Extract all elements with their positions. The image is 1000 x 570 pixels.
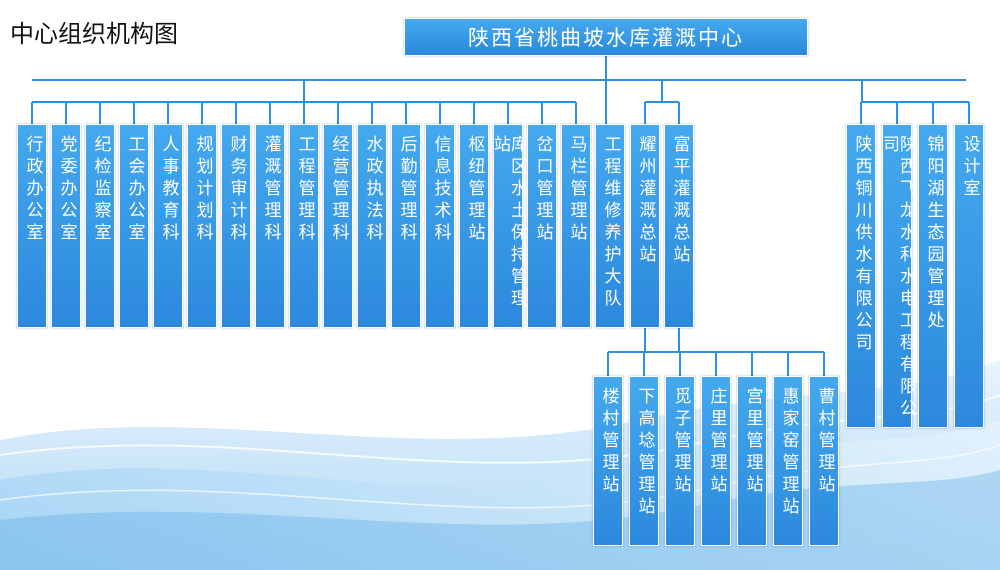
affiliate-node-label: 设计室: [959, 135, 980, 201]
affiliate-node-label: 陕西飞龙水利水电工程有限公司: [879, 135, 916, 421]
department-node-label: 水政执法科: [362, 135, 383, 245]
department-node: 人事教育科: [153, 124, 183, 328]
department-node: 后勤管理科: [391, 124, 421, 328]
department-node: 工程维修养护大队: [595, 124, 625, 328]
sub-station-node: 曹村管理站: [809, 376, 839, 546]
irrigation-station-node: 富平灌溉总站: [664, 124, 694, 328]
affiliate-node-label: 锦阳湖生态园管理处: [923, 135, 944, 333]
department-node-label: 工程管理科: [294, 135, 315, 245]
department-node-label: 工程维修养护大队: [600, 135, 621, 311]
affiliate-node: 陕西飞龙水利水电工程有限公司: [879, 124, 916, 428]
sub-station-node-label: 庄里管理站: [706, 387, 727, 497]
department-node-label: 规划计划科: [192, 135, 213, 245]
department-node: 党委办公室: [51, 124, 81, 328]
department-node-label: 纪检监察室: [90, 135, 111, 245]
department-node-label: 党委办公室: [56, 135, 77, 245]
department-node: 库区水土保持管理站: [490, 124, 527, 328]
department-node: 行政办公室: [17, 124, 47, 328]
department-node-label: 行政办公室: [22, 135, 43, 245]
irrigation-station-node: 耀州灌溉总站: [630, 124, 660, 328]
sub-station-node: 觅子管理站: [665, 376, 695, 546]
sub-station-node-label: 楼村管理站: [598, 387, 619, 497]
irrigation-station-node-label: 耀州灌溉总站: [635, 135, 656, 267]
sub-station-node: 庄里管理站: [701, 376, 731, 546]
department-node: 水政执法科: [357, 124, 387, 328]
department-node: 工会办公室: [119, 124, 149, 328]
sub-station-node: 惠家窑管理站: [773, 376, 803, 546]
affiliate-node: 陕西铜川供水有限公司: [846, 124, 876, 428]
irrigation-station-node-label: 富平灌溉总站: [669, 135, 690, 267]
affiliate-node-label: 陕西铜川供水有限公司: [851, 135, 872, 355]
page-title: 中心组织机构图: [10, 20, 178, 48]
root-node: 陕西省桃曲坡水库灌溉中心: [404, 18, 808, 56]
department-node-label: 信息技术科: [430, 135, 451, 245]
department-node: 财务审计科: [221, 124, 251, 328]
department-node: 马栏管理站: [561, 124, 591, 328]
department-node-label: 后勤管理科: [396, 135, 417, 245]
department-node-label: 枢纽管理站: [464, 135, 485, 245]
department-node-label: 人事教育科: [158, 135, 179, 245]
department-node: 规划计划科: [187, 124, 217, 328]
sub-station-node: 下高埝管理站: [629, 376, 659, 546]
department-node: 工程管理科: [289, 124, 319, 328]
department-node-label: 岔口管理站: [532, 135, 553, 245]
sub-station-node: 宫里管理站: [737, 376, 767, 546]
department-node-label: 马栏管理站: [566, 135, 587, 245]
department-node-label: 工会办公室: [124, 135, 145, 245]
sub-station-node-label: 下高埝管理站: [634, 387, 655, 519]
department-node: 灌溉管理科: [255, 124, 285, 328]
department-node: 岔口管理站: [527, 124, 557, 328]
department-node-label: 经营管理科: [328, 135, 349, 245]
affiliate-node: 设计室: [954, 124, 984, 428]
department-node: 枢纽管理站: [459, 124, 489, 328]
department-node: 经营管理科: [323, 124, 353, 328]
root-label: 陕西省桃曲坡水库灌溉中心: [468, 26, 744, 50]
sub-station-node-label: 惠家窑管理站: [778, 387, 799, 519]
sub-station-node-label: 曹村管理站: [814, 387, 835, 497]
sub-station-node: 楼村管理站: [593, 376, 623, 546]
department-node: 纪检监察室: [85, 124, 115, 328]
department-node-label: 灌溉管理科: [260, 135, 281, 245]
department-node-label: 财务审计科: [226, 135, 247, 245]
department-node-label: 库区水土保持管理站: [490, 135, 527, 311]
sub-station-node-label: 觅子管理站: [670, 387, 691, 497]
department-node: 信息技术科: [425, 124, 455, 328]
affiliate-node: 锦阳湖生态园管理处: [918, 124, 948, 428]
sub-station-node-label: 宫里管理站: [742, 387, 763, 497]
